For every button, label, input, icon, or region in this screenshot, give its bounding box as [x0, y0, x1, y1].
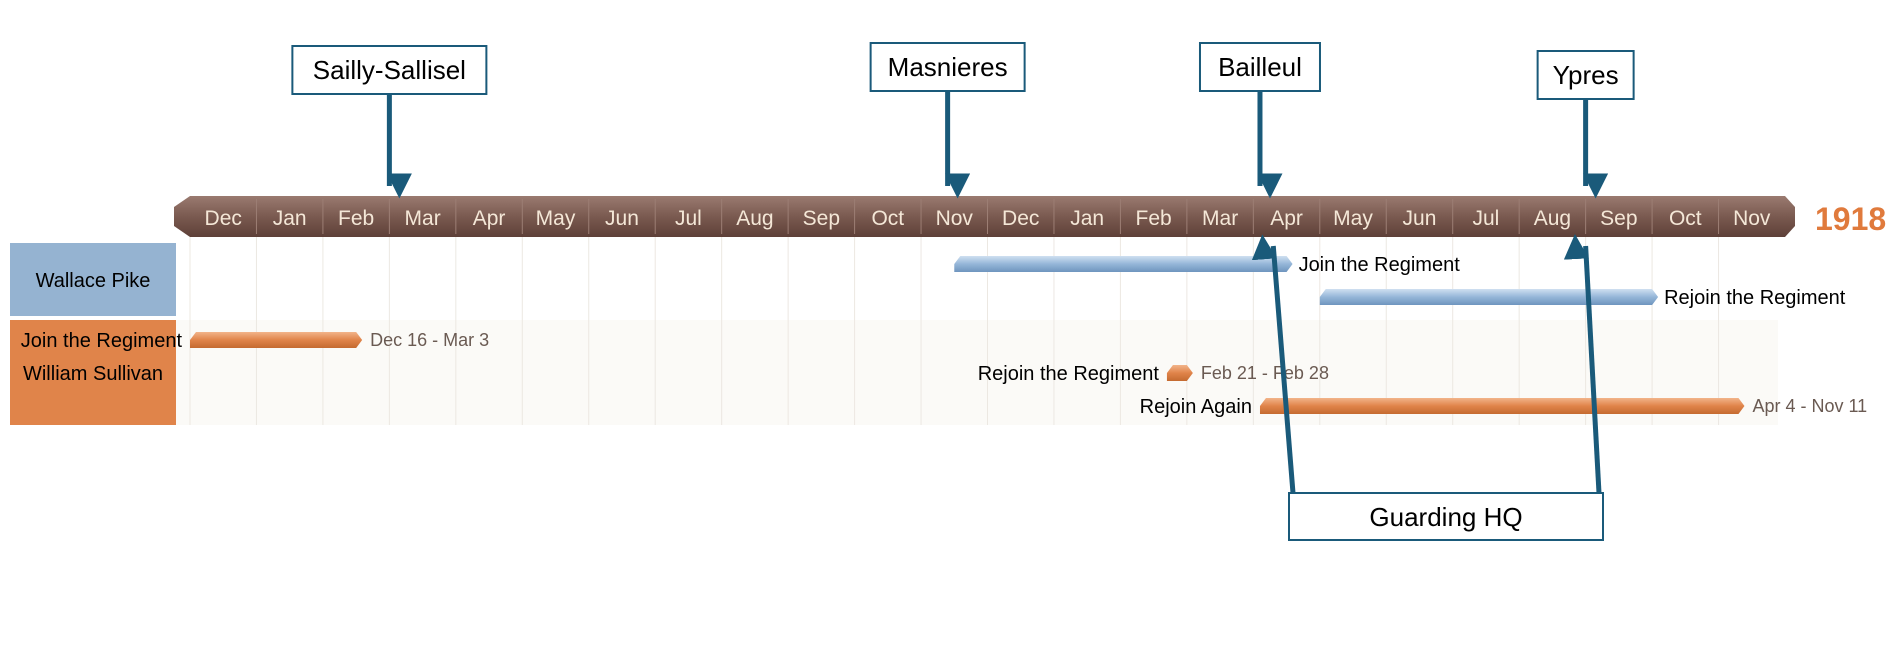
month-label: Jul [1473, 207, 1500, 230]
month-label: Nov [1733, 207, 1771, 230]
task-label: Rejoin the Regiment [978, 363, 1160, 385]
lane-label-william: William Sullivan [23, 363, 163, 385]
task-bar [1319, 289, 1659, 305]
task-bar [1259, 398, 1745, 414]
callout-box [1288, 492, 1604, 541]
callout-label: Masnieres [888, 52, 1008, 82]
callout-label: Bailleul [1218, 52, 1302, 82]
task-label: Join the Regiment [1299, 254, 1461, 276]
lane-label-wallace: Wallace Pike [36, 270, 151, 292]
month-label: Apr [473, 207, 506, 230]
task-label: Rejoin Again [1140, 396, 1252, 418]
month-label: Jun [605, 207, 639, 230]
gridlines [189, 237, 1720, 425]
callout-label: Sailly-Sallisel [313, 55, 466, 85]
month-label: Oct [1669, 207, 1702, 230]
callout-label: Ypres [1553, 60, 1619, 90]
task-bar [190, 332, 363, 348]
month-label: Sep [803, 207, 840, 230]
task-date: Dec 16 - Mar 3 [370, 330, 489, 350]
task-date: Apr 4 - Nov 11 [1752, 396, 1867, 416]
lane-header-william [10, 320, 176, 425]
task-date: Feb 21 - Feb 28 [1201, 363, 1329, 383]
month-label: Feb [1136, 207, 1172, 230]
year-label: 1918 [1815, 201, 1886, 237]
month-label: Apr [1270, 207, 1303, 230]
task-bar [1166, 365, 1193, 381]
month-label: May [1333, 207, 1373, 230]
month-label: Dec [205, 207, 242, 230]
task-bar [954, 256, 1293, 272]
timeline-band [174, 196, 1795, 237]
month-label: Aug [736, 207, 773, 230]
month-label: Aug [1534, 207, 1571, 230]
month-label: Jun [1403, 207, 1437, 230]
lane-header-wallace [10, 243, 176, 316]
task-label: Rejoin the Regiment [1664, 287, 1846, 309]
month-label: Sep [1600, 207, 1637, 230]
month-label: Dec [1002, 207, 1039, 230]
month-label: Oct [871, 207, 904, 230]
callout-arrow [1251, 234, 1296, 494]
month-labels: Dec Jan Feb Mar Apr May Jun Jul Aug Sep Oct Nov Dec J… [205, 199, 1771, 234]
month-label: Jan [1070, 207, 1104, 230]
callout-arrow [1563, 234, 1602, 494]
month-label: May [536, 207, 576, 230]
callout-box [1536, 50, 1635, 100]
month-label: Mar [405, 207, 441, 230]
callout-box [869, 42, 1026, 92]
month-label: Nov [936, 207, 974, 230]
milestone-callouts: Sailly-Sallisel Masnieres Bailleul Ypres [291, 42, 1635, 199]
month-label: Jul [675, 207, 702, 230]
guarding-hq-callout: Guarding HQ [1251, 234, 1604, 541]
callout-box [1198, 42, 1321, 92]
month-label: Jan [273, 207, 307, 230]
callout-label: Guarding HQ [1369, 502, 1522, 532]
month-label: Feb [338, 207, 374, 230]
task-label: Join the Regiment [21, 330, 183, 352]
month-label: Mar [1202, 207, 1238, 230]
lane-bg-wallace [176, 242, 1778, 318]
